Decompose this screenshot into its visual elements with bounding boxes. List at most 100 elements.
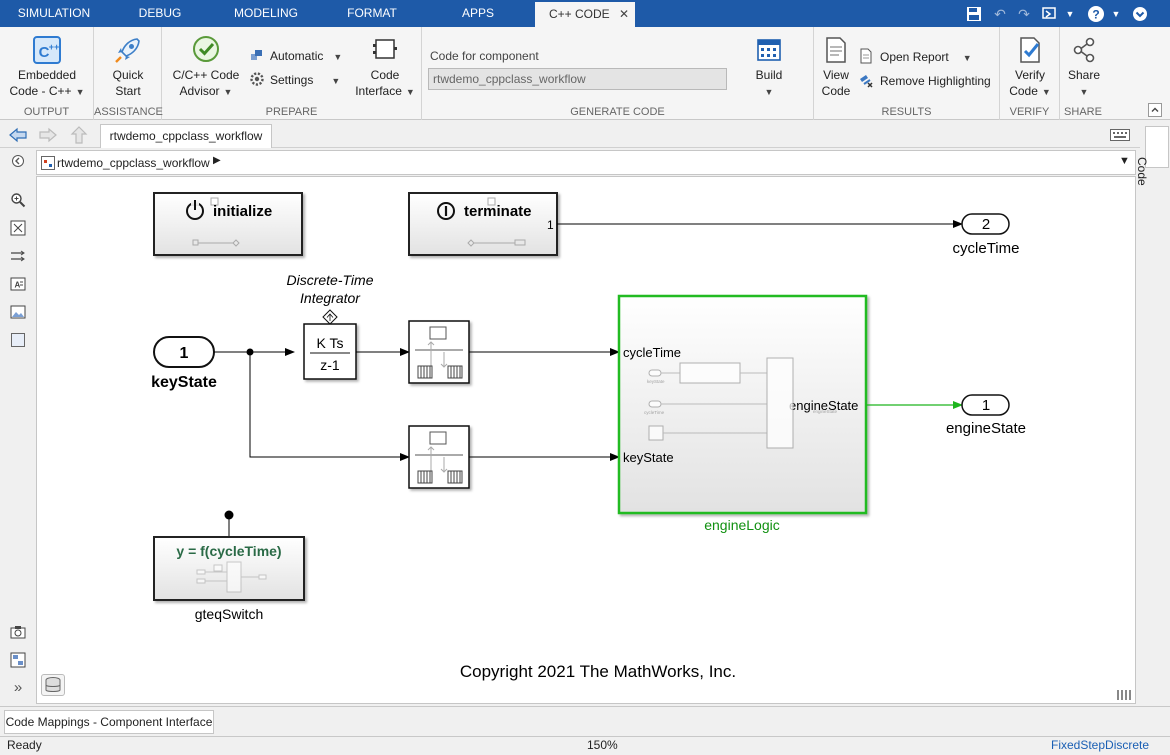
code-interface-line1: Code	[371, 68, 400, 82]
view-code-line1: View	[823, 68, 849, 82]
annotation-icon[interactable]: A	[10, 276, 26, 292]
gteq-switch-block[interactable]: y = f(cycleTime) gteqSwitch	[154, 511, 304, 623]
view-code-line2: Code	[822, 84, 851, 98]
up-arrow-icon[interactable]	[70, 125, 88, 148]
help-icon[interactable]: ?	[1086, 4, 1106, 24]
tab-modeling-label: MODELING	[234, 6, 298, 20]
fit-to-view-icon[interactable]	[10, 220, 26, 236]
prepare-group: C/C++ Code Advisor▼ Automatic▼ Settings▼…	[162, 27, 422, 120]
model-tab-label: rtwdemo_cppclass_workflow	[110, 129, 263, 143]
redo-icon[interactable]: ↷	[1014, 4, 1034, 24]
code-advisor-line2: Advisor	[180, 84, 220, 98]
rocket-icon	[113, 35, 143, 65]
close-tab-icon[interactable]: ✕	[619, 2, 629, 27]
gear-icon	[250, 72, 264, 86]
engine-inner-key-label: keyState	[647, 379, 665, 384]
quick-start-line1: Quick	[113, 68, 144, 82]
tab-simulation-label: SIMULATION	[18, 6, 90, 20]
integrator-title-line2: Integrator	[300, 290, 361, 306]
chevron-down-icon: ▼	[331, 76, 340, 86]
automatic-label: Automatic	[270, 49, 323, 63]
resize-grip-icon[interactable]	[1115, 689, 1135, 701]
breadcrumb-arrow-icon[interactable]: ▶	[213, 155, 221, 166]
model-browser-icon[interactable]	[10, 652, 26, 668]
collapse-ribbon-icon[interactable]	[1148, 103, 1164, 119]
embedded-code-cpp-button[interactable]: C++ Embedded Code - C++▼	[4, 35, 90, 100]
view-code-button[interactable]: View Code	[818, 35, 854, 99]
status-solver-link[interactable]: FixedStepDiscrete	[1051, 737, 1149, 754]
forward-arrow-icon[interactable]	[38, 127, 58, 146]
automatic-button[interactable]: Automatic▼	[250, 48, 342, 65]
code-panel-tab[interactable]: Code	[1145, 126, 1169, 168]
camera-icon[interactable]	[10, 624, 26, 640]
code-advisor-button[interactable]: C/C++ Code Advisor▼	[166, 35, 246, 100]
quick-access-toolbar-icon[interactable]	[1040, 4, 1060, 24]
discrete-time-integrator-block[interactable]: Discrete-Time Integrator K Ts z-1	[287, 272, 374, 379]
status-ready: Ready	[7, 737, 42, 754]
code-interface-button[interactable]: Code Interface▼	[352, 35, 418, 100]
area-icon[interactable]	[10, 332, 26, 348]
copyright-annotation: Copyright 2021 The MathWorks, Inc.	[460, 662, 736, 681]
quick-start-line2: Start	[115, 84, 140, 98]
share-group-label: SHARE	[1060, 106, 1106, 118]
code-mappings-tab-label: Code Mappings - Component Interface	[6, 715, 213, 729]
remove-highlighting-button[interactable]: Remove Highlighting	[858, 72, 991, 89]
rate-transition-block-2[interactable]	[409, 426, 469, 488]
status-zoom: 150%	[587, 737, 618, 754]
database-icon	[42, 675, 64, 695]
embedded-code-line2: Code - C++	[10, 84, 72, 98]
quick-access-menu-icon[interactable]: ▼	[1060, 4, 1080, 24]
tab-modeling[interactable]: MODELING	[212, 0, 320, 27]
zoom-icon[interactable]	[10, 192, 26, 208]
quick-start-button[interactable]: Quick Start	[100, 35, 156, 99]
tab-apps[interactable]: APPS	[424, 0, 532, 27]
breadcrumb-dropdown-icon[interactable]: ▼	[1119, 155, 1130, 167]
code-for-component-field[interactable]: rtwdemo_cppclass_workflow	[428, 68, 727, 90]
share-label: Share	[1068, 68, 1100, 82]
image-icon[interactable]	[10, 304, 26, 320]
signal-lines-icon[interactable]	[10, 248, 26, 264]
verify-code-line1: Verify	[1015, 68, 1045, 82]
engine-input-cycle-label: cycleTime	[623, 345, 681, 360]
integrator-title-line1: Discrete-Time	[287, 272, 374, 288]
share-button[interactable]: Share ▼	[1062, 35, 1106, 100]
generate-code-group-label: GENERATE CODE	[422, 106, 813, 118]
function-signature: y = f(cycleTime)	[176, 543, 281, 559]
verify-code-line2: Code	[1009, 84, 1038, 98]
build-button[interactable]: Build ▼	[740, 35, 798, 100]
code-mappings-tab[interactable]: Code Mappings - Component Interface	[4, 710, 214, 734]
expand-toolbar-icon[interactable]: »	[10, 680, 26, 696]
back-arrow-icon[interactable]	[8, 127, 28, 146]
model-canvas[interactable]: initialize terminate 1 2 cycleTime	[36, 176, 1136, 704]
database-button[interactable]	[41, 674, 65, 696]
keyboard-icon[interactable]	[1110, 129, 1130, 144]
settings-button[interactable]: Settings▼	[250, 72, 340, 89]
terminate-block[interactable]: terminate 1	[409, 193, 557, 255]
tab-format[interactable]: FORMAT	[320, 0, 424, 27]
save-icon[interactable]	[964, 4, 984, 24]
integrator-denominator: z-1	[320, 357, 340, 373]
tab-debug[interactable]: DEBUG	[108, 0, 212, 27]
tab-cpp-code[interactable]: C++ CODE ✕	[535, 0, 635, 27]
undo-icon[interactable]: ↶	[990, 4, 1010, 24]
outport-engine-state[interactable]: 1 engineState	[946, 395, 1026, 437]
initialize-label: initialize	[213, 203, 272, 220]
model-tab[interactable]: rtwdemo_cppclass_workflow	[100, 124, 272, 148]
breadcrumb-model-link[interactable]: rtwdemo_cppclass_workflow	[57, 156, 210, 170]
rate-transition-block-1[interactable]	[409, 321, 469, 383]
hide-show-explorer-icon[interactable]	[10, 154, 26, 170]
canvas-toolbar: A »	[0, 148, 36, 704]
outport-cycle-time[interactable]: 2 cycleTime	[953, 214, 1020, 257]
inport-key-state[interactable]: 1 keyState	[151, 337, 217, 391]
tab-format-label: FORMAT	[347, 6, 397, 20]
initialize-block[interactable]: initialize	[154, 193, 302, 255]
verify-code-button[interactable]: Verify Code▼	[1004, 35, 1056, 100]
open-report-button[interactable]: Open Report▼	[858, 48, 972, 66]
engine-logic-subsystem[interactable]: cycleTime keyState engineState keyState …	[619, 296, 866, 533]
output-group: C++ Embedded Code - C++▼ OUTPUT	[0, 27, 94, 120]
outport-engine-label: engineState	[946, 420, 1026, 437]
collapse-toolstrip-icon[interactable]	[1130, 4, 1150, 24]
tab-simulation[interactable]: SIMULATION	[0, 0, 108, 27]
help-menu-icon[interactable]: ▼	[1106, 4, 1126, 24]
